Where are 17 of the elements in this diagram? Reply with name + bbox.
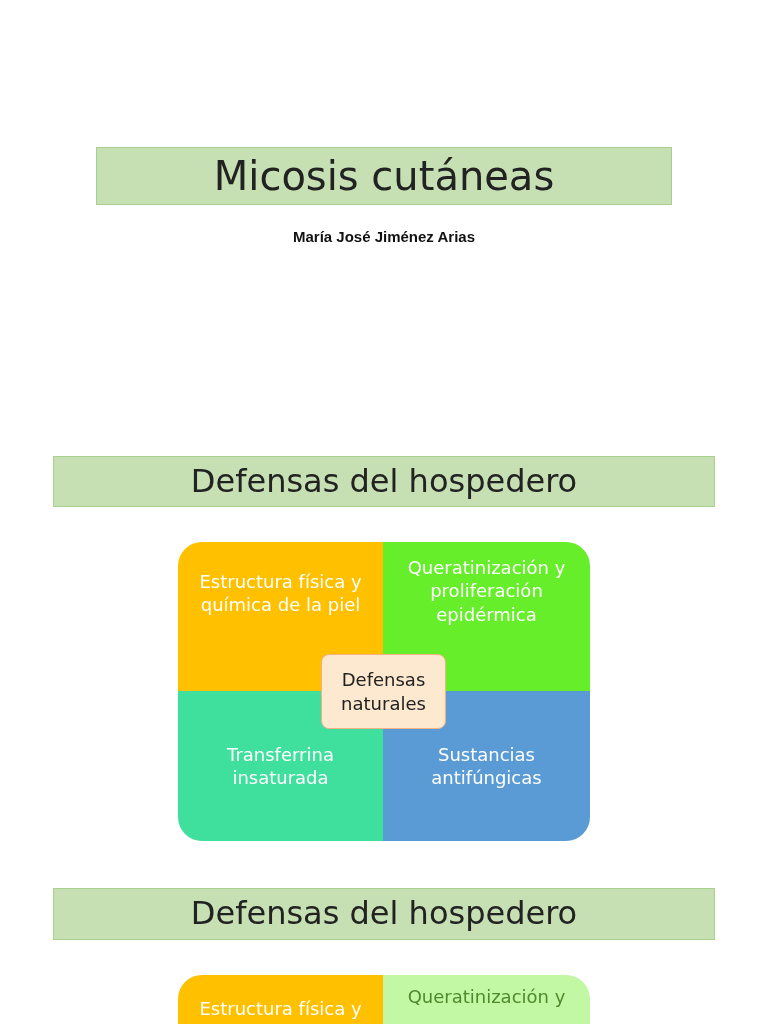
quadrant-text: Sustancias antifúngicas (430, 742, 543, 790)
title-band (53, 456, 715, 507)
quadrant-text: Queratinización y proliferación epidérmica (406, 556, 567, 627)
quadrant-text: Transferrina insaturada (226, 742, 335, 790)
center-box (321, 654, 446, 729)
quadrant-text: Estructura física y química de la piel (198, 570, 363, 617)
slide-title: Micosis cutáneas (213, 152, 555, 201)
title-band (96, 147, 672, 205)
slide-title: Defensas del hospedero (190, 893, 578, 935)
quadrant-panel (383, 975, 590, 1024)
quadrant-panel (178, 975, 383, 1024)
author-name: María José Jiménez Arias (291, 228, 476, 245)
quadrant-text: Queratinización y (407, 985, 566, 1009)
slide-title: Defensas del hospedero (190, 460, 578, 502)
title-band (53, 888, 715, 940)
quadrant-text: Estructura física y (199, 997, 362, 1021)
quadrant-text: Defensas naturales (340, 668, 427, 715)
